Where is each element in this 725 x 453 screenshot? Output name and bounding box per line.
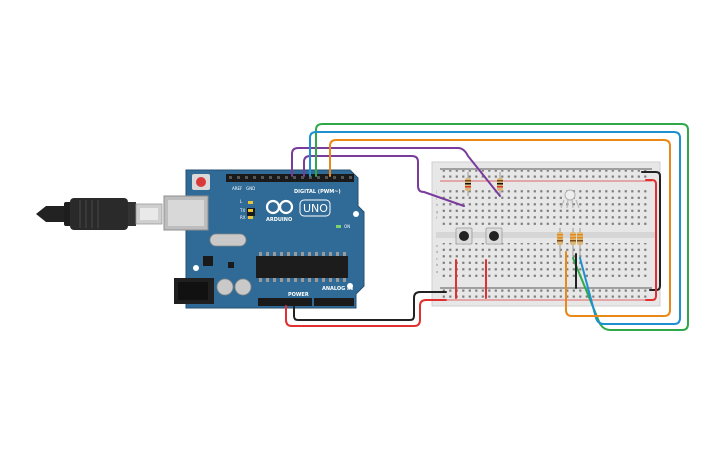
- model-label: UNO: [303, 202, 328, 215]
- power-label: POWER: [288, 292, 309, 298]
- digital-label: DIGITAL (PWM~): [294, 189, 341, 195]
- usb-cable[interactable]: [36, 198, 163, 230]
- svg-text:j: j: [435, 190, 437, 194]
- atmega-chip: [256, 256, 348, 278]
- svg-text:d: d: [436, 250, 438, 254]
- pushbutton-1[interactable]: [455, 227, 473, 245]
- regulator: [203, 256, 213, 266]
- svg-text:i: i: [436, 197, 437, 201]
- svg-text:e: e: [436, 244, 438, 248]
- wire-blue[interactable]: [309, 131, 681, 325]
- capacitor-1: [216, 278, 234, 296]
- led-tx-label: TX: [239, 208, 245, 213]
- svg-text:f: f: [436, 216, 438, 220]
- center-channel: [436, 232, 656, 238]
- capacitor-2: [234, 278, 252, 296]
- wire-red-5v[interactable]: [285, 299, 447, 327]
- led-l-label: L: [240, 199, 243, 204]
- crystal: [209, 233, 247, 247]
- analog-label: ANALOG IN: [322, 286, 353, 292]
- svg-text:b: b: [436, 263, 439, 267]
- svg-text:a: a: [436, 270, 438, 274]
- brand-label: ARDUINO: [266, 217, 292, 223]
- terminal-strip-bottom: [441, 243, 649, 279]
- uno-badge: [299, 199, 331, 217]
- wire-orange[interactable]: [329, 139, 671, 317]
- wire-black-gnd[interactable]: [293, 291, 447, 321]
- analog-header: [314, 298, 354, 306]
- power-header: [258, 298, 312, 306]
- svg-text:g: g: [436, 210, 438, 214]
- resistor-2[interactable]: [497, 172, 503, 196]
- wire-red-rail-link[interactable]: [645, 179, 657, 301]
- wire-purple-2[interactable]: [303, 155, 465, 207]
- svg-text:h: h: [436, 203, 438, 207]
- pushbutton-2[interactable]: [485, 227, 503, 245]
- resistor-4[interactable]: [570, 228, 576, 258]
- aref-label: AREF: [232, 186, 243, 191]
- reset-button[interactable]: [196, 177, 206, 187]
- digital-header: [226, 174, 354, 182]
- resistor-5[interactable]: [577, 228, 583, 258]
- wire-black-rail-link[interactable]: [641, 171, 661, 291]
- arduino-logo: [265, 199, 294, 215]
- svg-text:c: c: [436, 257, 438, 261]
- on-label: ON: [344, 224, 350, 229]
- rgb-led[interactable]: [560, 189, 580, 209]
- wire-purple-1[interactable]: [291, 147, 501, 197]
- resistor-3[interactable]: [557, 228, 563, 258]
- terminal-strip-top: [441, 190, 649, 226]
- gnd-label: GND: [246, 186, 255, 191]
- arduino-uno-board[interactable]: AREF GND DIGITAL (PWM~) L TX RX ON ARDUI…: [163, 169, 365, 309]
- resistor-1[interactable]: [465, 172, 471, 196]
- led-rx-label: RX: [240, 215, 246, 220]
- wire-green[interactable]: [315, 123, 689, 331]
